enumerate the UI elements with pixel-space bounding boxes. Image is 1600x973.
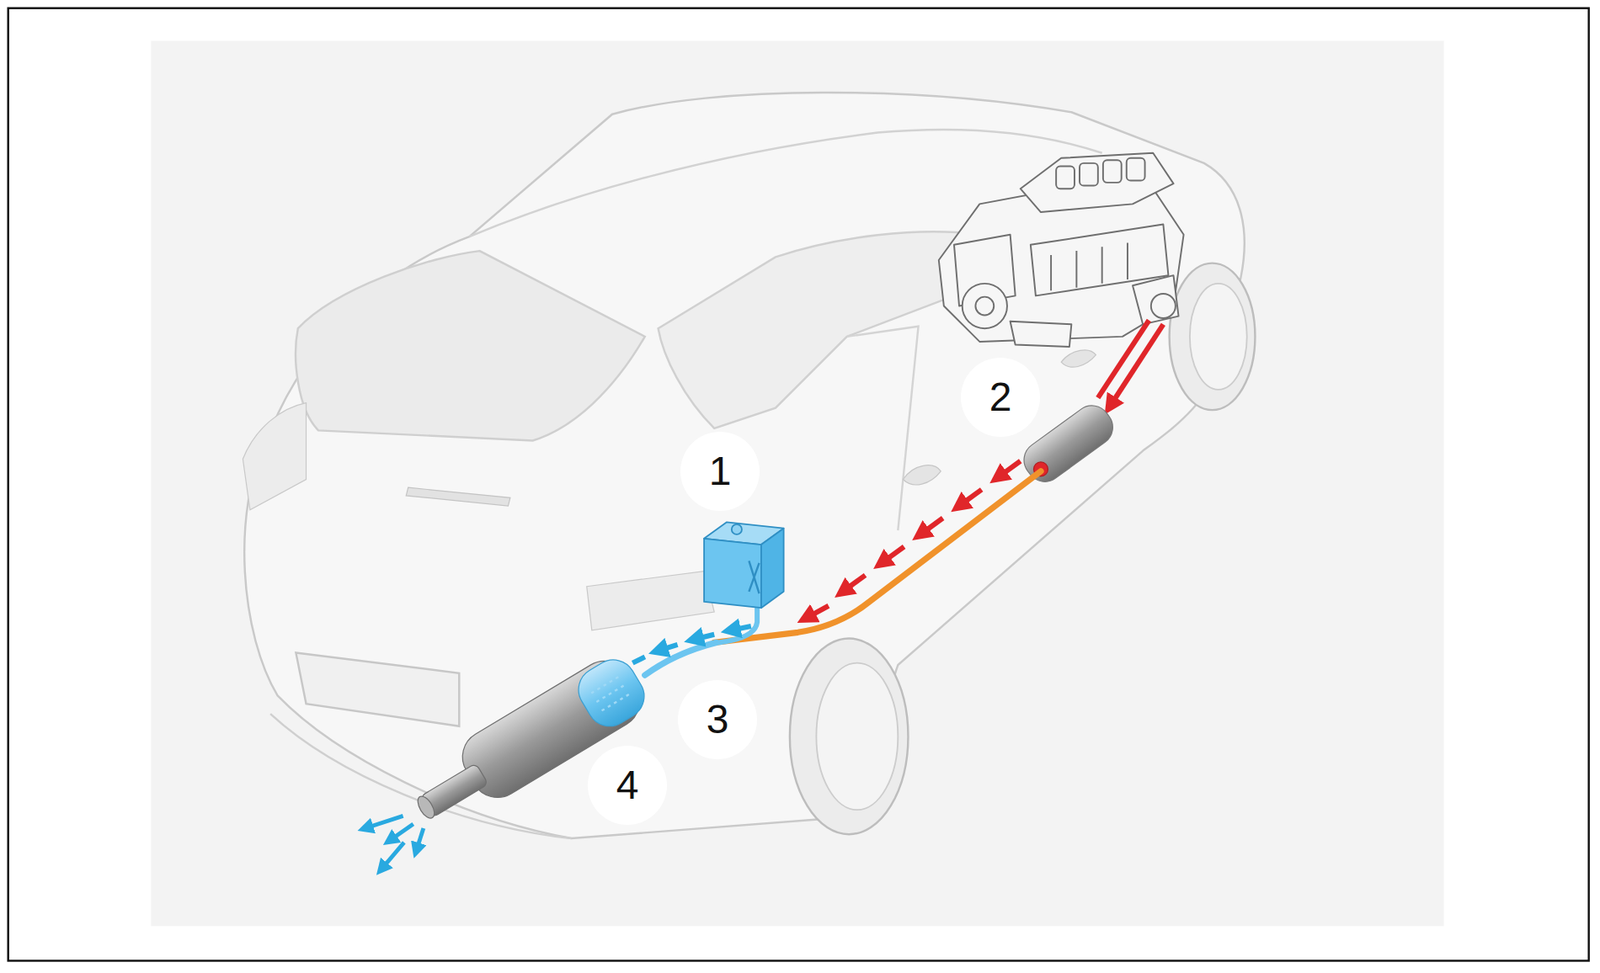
- callout-circle: 2: [960, 357, 1040, 438]
- callout-number: 4: [616, 765, 640, 806]
- callout-number: 1: [709, 451, 732, 492]
- callout-number: 3: [706, 699, 730, 741]
- callout-number: 2: [989, 377, 1013, 418]
- callout-circle: 3: [677, 680, 758, 760]
- callout-circle: 1: [680, 432, 760, 512]
- callout-circle: 4: [587, 746, 667, 826]
